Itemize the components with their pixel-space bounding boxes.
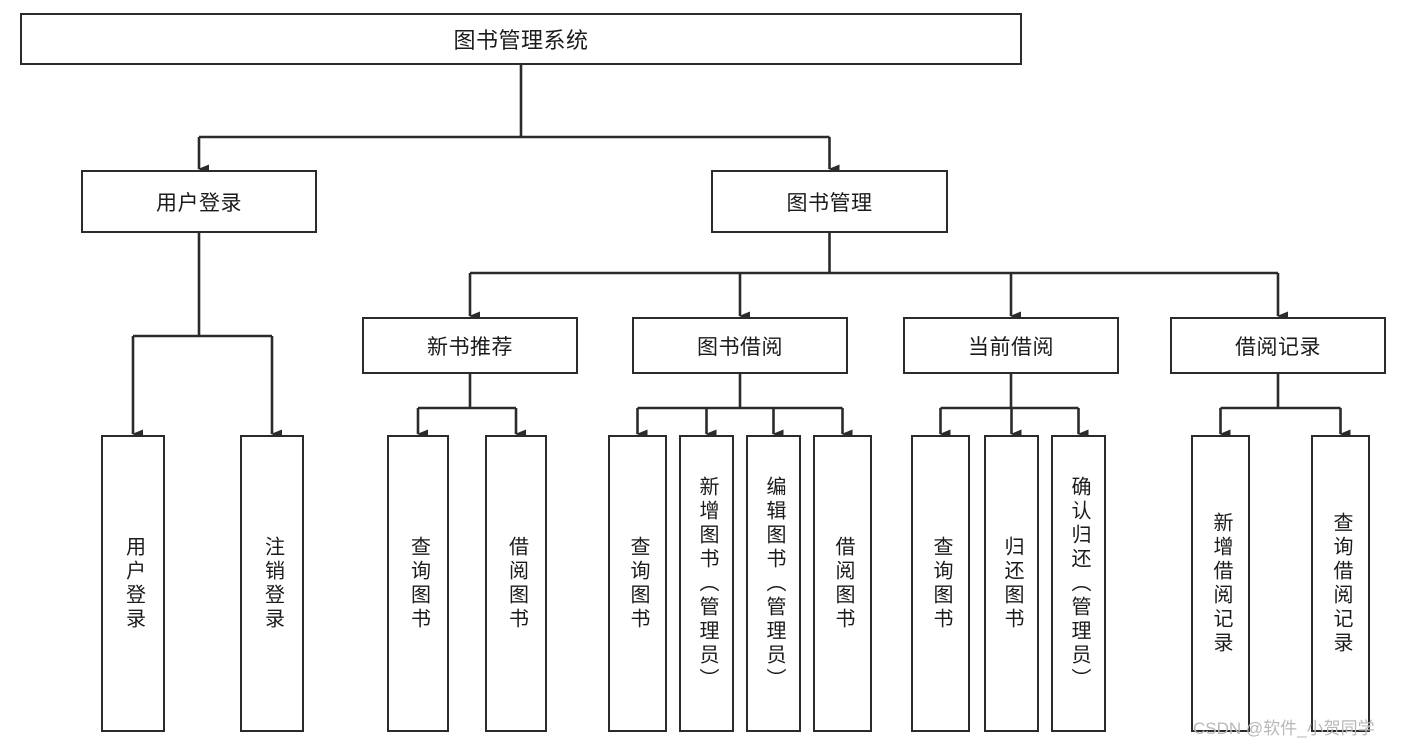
node-label: 查询图书 [407,535,430,632]
node-label: 借阅图书 [505,535,528,632]
node-label: 查询借阅记录 [1330,511,1352,656]
node-label: 用户登录 [122,535,145,632]
node-leaf-return-book[interactable]: 归还图书 [984,435,1039,732]
node-label: 注销登录 [261,535,284,632]
node-leaf-borrow-book-2[interactable]: 借阅图书 [813,435,872,732]
node-leaf-edit-book[interactable]: 编辑图书（管理员） [746,435,801,732]
node-label: 新书推荐 [427,335,513,359]
node-label: 图书管理系统 [453,28,589,53]
node-label: 新增图书（管理员） [696,475,718,692]
node-leaf-query-book-1[interactable]: 查询图书 [387,435,449,732]
node-label: 确认归还（管理员） [1068,475,1090,692]
node-leaf-logout[interactable]: 注销登录 [240,435,304,732]
node-label: 借阅图书 [832,535,854,632]
node-label: 编辑图书（管理员） [763,475,785,692]
node-new-book-rec[interactable]: 新书推荐 [362,317,578,374]
node-label: 图书借阅 [697,335,783,359]
node-label: 归还图书 [1001,535,1023,632]
node-label: 新增借阅记录 [1210,511,1232,656]
node-label: 查询图书 [930,535,952,632]
node-root[interactable]: 图书管理系统 [20,13,1022,65]
node-borrow-record[interactable]: 借阅记录 [1170,317,1386,374]
node-current-borrow[interactable]: 当前借阅 [903,317,1119,374]
node-leaf-add-record[interactable]: 新增借阅记录 [1191,435,1250,732]
node-label: 借阅记录 [1235,335,1321,359]
node-leaf-query-book-3[interactable]: 查询图书 [911,435,970,732]
node-leaf-query-record[interactable]: 查询借阅记录 [1311,435,1370,732]
node-label: 当前借阅 [968,335,1054,359]
node-label: 图书管理 [786,191,873,215]
node-book-borrow[interactable]: 图书借阅 [632,317,848,374]
node-leaf-add-book[interactable]: 新增图书（管理员） [679,435,734,732]
node-user-login[interactable]: 用户登录 [81,170,317,233]
node-leaf-user-login[interactable]: 用户登录 [101,435,165,732]
node-leaf-borrow-book-1[interactable]: 借阅图书 [485,435,547,732]
node-leaf-confirm-return[interactable]: 确认归还（管理员） [1051,435,1106,732]
node-leaf-query-book-2[interactable]: 查询图书 [608,435,667,732]
node-label: 用户登录 [156,191,242,215]
edges [131,65,1351,439]
node-book-manage[interactable]: 图书管理 [711,170,948,233]
node-label: 查询图书 [627,535,649,632]
